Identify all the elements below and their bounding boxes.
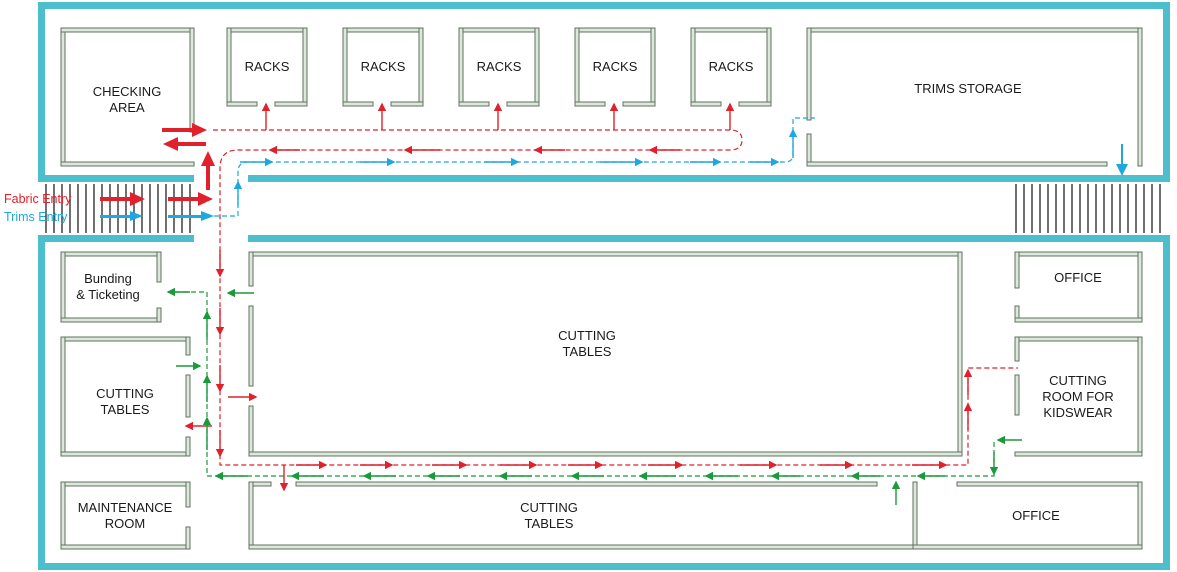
office-top-label: OFFICE [1054,270,1102,285]
maintenance-label-line1: MAINTENANCE [78,500,173,515]
cutting-tables-left-line1: CUTTING [96,386,154,401]
fabric-flow-path [213,129,1018,466]
inner-walls [60,27,1143,550]
cutting-tables-bottom-line1: CUTTING [520,500,578,515]
racks-label-2: RACKS [361,59,406,74]
trims-storage-label: TRIMS STORAGE [914,81,1022,96]
cutting-flow-arrows [166,287,1022,505]
left-entrance-stripes [45,184,191,233]
fabric-entry-legend: Fabric Entry [4,192,72,206]
outer-walls [38,2,1170,570]
right-entrance-stripes [1015,184,1161,233]
kidswear-label-line1: CUTTING [1049,373,1107,388]
kidswear-label-line2: ROOM FOR [1042,389,1114,404]
fabric-entry-arrows [100,123,215,206]
cutting-flow-path [168,291,995,477]
checking-area-label-line1: CHECKING [93,84,162,99]
bunding-label-line2: & Ticketing [76,287,140,302]
trims-entry-legend: Trims Entry [4,210,68,224]
maintenance-label-line2: ROOM [105,516,145,531]
racks-label-3: RACKS [477,59,522,74]
cutting-tables-center-line1: CUTTING [558,328,616,343]
racks-label-4: RACKS [593,59,638,74]
office-bottom-label: OFFICE [1012,508,1060,523]
cutting-tables-left-line2: TABLES [101,402,150,417]
bunding-label-line1: Bunding [84,271,132,286]
trims-flow-arrows [233,128,1128,205]
racks-label-1: RACKS [245,59,290,74]
cutting-tables-bottom-line2: TABLES [525,516,574,531]
fabric-flow-arrows [184,102,973,492]
trims-entry-arrows [100,211,214,221]
checking-area-label-line2: AREA [109,100,145,115]
cutting-tables-center-line2: TABLES [563,344,612,359]
kidswear-label-line3: KIDSWEAR [1043,405,1112,420]
racks-label-5: RACKS [709,59,754,74]
trims-flow-path [214,117,815,217]
